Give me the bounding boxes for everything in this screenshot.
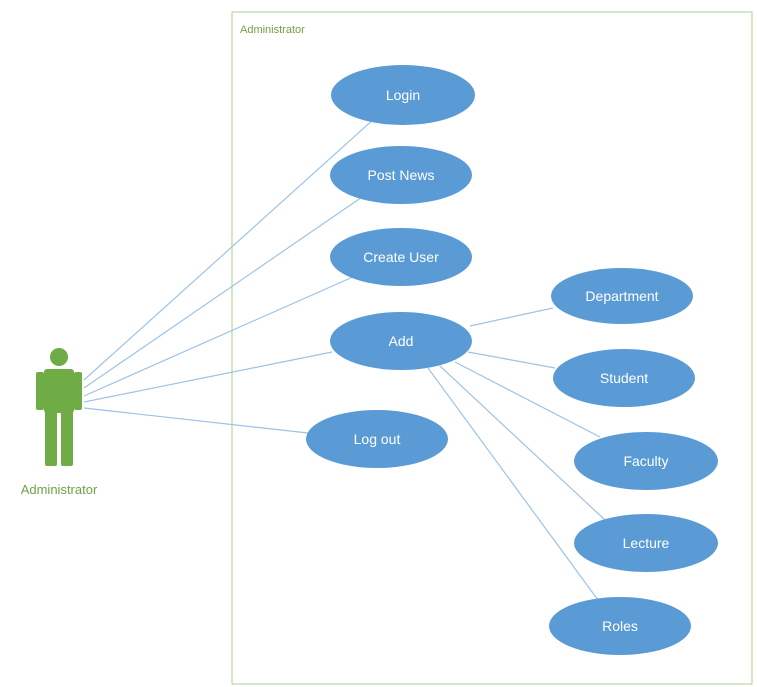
use-case-faculty-label: Faculty [623, 453, 668, 469]
use-case-department[interactable]: Department [551, 268, 693, 324]
system-boundary [231, 11, 753, 685]
use-case-create-user[interactable]: Create User [330, 228, 472, 286]
association-post-news [83, 194, 366, 389]
use-case-roles[interactable]: Roles [549, 597, 691, 655]
use-case-login-label: Login [386, 87, 420, 103]
use-case-post-news[interactable]: Post News [330, 146, 472, 204]
association-login [83, 117, 376, 381]
actor-right-leg [61, 410, 73, 466]
actor-right-arm [74, 372, 82, 410]
add-associations [427, 307, 606, 601]
actor-figure [36, 348, 82, 466]
actor-left-arm [36, 372, 44, 410]
actor-head [50, 348, 68, 366]
association-lecture [439, 365, 606, 521]
use-case-add-label: Add [389, 333, 414, 349]
association-faculty [454, 361, 601, 438]
association-roles [427, 367, 599, 601]
use-case-lecture[interactable]: Lecture [574, 514, 718, 572]
association-student [467, 351, 556, 369]
association-department [469, 307, 554, 327]
actor-label: Administrator [21, 482, 98, 497]
use-case-log-out-label: Log out [354, 431, 401, 447]
use-case-student-label: Student [600, 370, 648, 386]
actor-associations [83, 117, 376, 434]
association-log-out [83, 407, 309, 434]
use-case-login[interactable]: Login [331, 65, 475, 125]
association-add [83, 351, 333, 403]
use-case-create-user-label: Create User [363, 249, 439, 265]
use-case-department-label: Department [585, 288, 658, 304]
use-case-lecture-label: Lecture [623, 535, 670, 551]
system-boundary-title: Administrator [240, 24, 305, 36]
association-create-user [83, 275, 356, 397]
actor-body [44, 369, 74, 413]
use-case-add[interactable]: Add [330, 312, 472, 370]
actor-left-leg [45, 410, 57, 466]
use-case-faculty[interactable]: Faculty [574, 432, 718, 490]
use-case-student[interactable]: Student [553, 349, 695, 407]
use-case-post-news-label: Post News [368, 167, 435, 183]
use-case-log-out[interactable]: Log out [306, 410, 448, 468]
use-case-roles-label: Roles [602, 618, 638, 634]
